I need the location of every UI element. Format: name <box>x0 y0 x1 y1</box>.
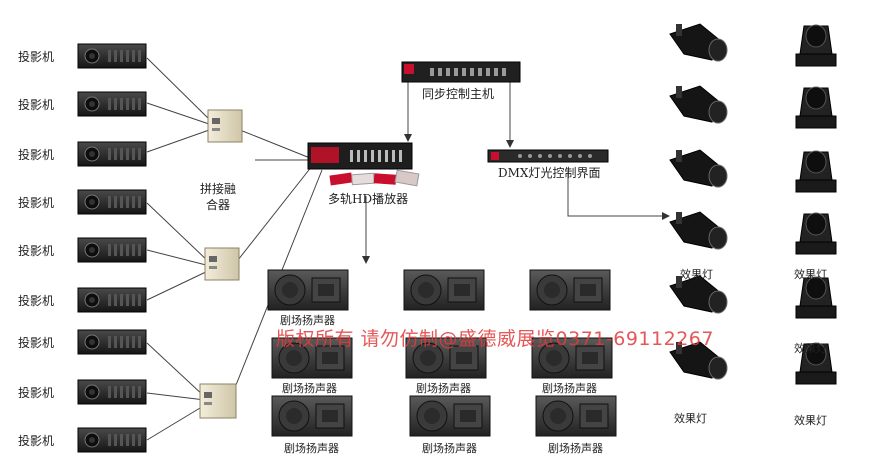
theater-speaker <box>531 337 613 379</box>
theater-speaker <box>267 269 349 311</box>
speaker-label: 剧场扬声器 <box>280 314 335 327</box>
theater-speaker <box>271 337 353 379</box>
moving-head-light <box>795 276 837 319</box>
speaker-label: 剧场扬声器 <box>548 442 603 455</box>
effect-light-label: 效果灯 <box>680 268 713 281</box>
hd-player-device <box>307 142 420 187</box>
speaker-label: 剧场扬声器 <box>282 382 337 395</box>
dmx-console-label: DMX灯光控制界面 <box>498 166 601 180</box>
projector <box>77 43 147 69</box>
dmx-console-device <box>487 149 609 163</box>
blender-server-1 <box>207 109 243 143</box>
projector <box>77 427 147 453</box>
theater-speaker <box>405 337 487 379</box>
theater-speaker <box>535 395 617 437</box>
theater-speaker <box>271 395 353 437</box>
moving-head-light <box>795 212 837 255</box>
speaker-label: 剧场扬声器 <box>284 442 339 455</box>
projector-label: 投影机 <box>18 336 55 350</box>
effect-light-scanner <box>669 341 728 380</box>
theater-speaker <box>529 269 611 311</box>
projector <box>77 237 147 263</box>
sync-controller-device <box>401 61 521 83</box>
effect-light-scanner <box>669 23 728 62</box>
speaker-grid <box>267 269 617 437</box>
effect-light-scanner <box>669 149 728 188</box>
blender-server-3 <box>199 383 237 419</box>
blender-server-2 <box>204 247 240 281</box>
projector-label: 投影机 <box>18 50 55 64</box>
projector <box>77 91 147 117</box>
theater-speaker <box>403 269 485 311</box>
hd-player-label: 多轨HD播放器 <box>328 192 409 206</box>
projector-label: 投影机 <box>18 244 55 258</box>
sync-controller-label: 同步控制主机 <box>422 87 495 101</box>
speaker-label: 剧场扬声器 <box>416 382 471 395</box>
moving-head-light <box>795 86 837 129</box>
blender-label-line2: 合器 <box>206 198 231 212</box>
projector <box>77 379 147 405</box>
effect-light-label: 效果灯 <box>794 342 827 355</box>
projector-label: 投影机 <box>18 386 55 400</box>
effect-light-scanner <box>669 211 728 250</box>
moving-head-light <box>795 342 837 385</box>
projector-label: 投影机 <box>18 294 55 308</box>
effect-light-label: 效果灯 <box>794 414 827 427</box>
effect-light-scanner <box>669 275 728 314</box>
effect-light-label: 效果灯 <box>794 268 827 281</box>
projector-column <box>77 43 147 453</box>
watermark-text: 版权所有 请勿仿制@盛德威展览0371-69112267 <box>276 328 714 350</box>
speaker-label: 剧场扬声器 <box>542 382 597 395</box>
projector <box>77 287 147 313</box>
projector <box>77 329 147 355</box>
speaker-label: 剧场扬声器 <box>422 442 477 455</box>
effect-light-grid <box>669 23 837 385</box>
projector <box>77 189 147 215</box>
projector-label: 投影机 <box>18 196 55 210</box>
effect-light-scanner <box>669 85 728 124</box>
blender-label-line1: 拼接融 <box>200 182 237 196</box>
projector-label: 投影机 <box>18 434 55 448</box>
effect-light-label: 效果灯 <box>674 412 707 425</box>
theater-speaker <box>409 395 491 437</box>
moving-head-light <box>795 24 837 67</box>
projector-label: 投影机 <box>18 148 55 162</box>
projector <box>77 141 147 167</box>
moving-head-light <box>795 150 837 193</box>
projector-label: 投影机 <box>18 98 55 112</box>
